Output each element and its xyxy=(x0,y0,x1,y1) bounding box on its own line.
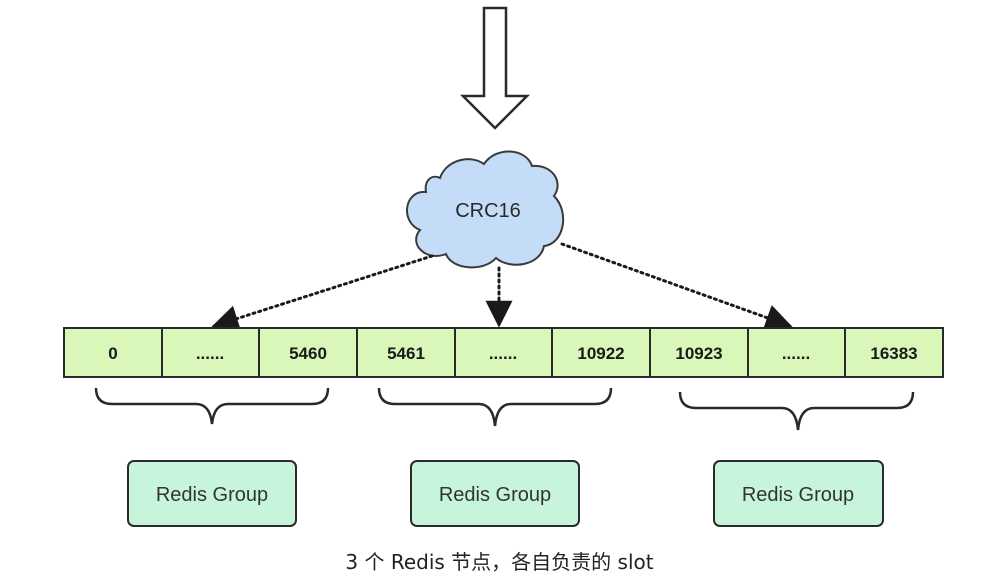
crc16-cloud: CRC16 xyxy=(406,150,564,269)
redis-group: Redis Group xyxy=(713,460,884,527)
redis-group-label: Redis Group xyxy=(439,484,551,506)
brace-icon xyxy=(94,387,330,425)
slot-cell xyxy=(63,327,163,378)
slot-label: 0 xyxy=(108,344,117,363)
slot-row: 0 ...... 5460 5461 ...... 10922 10923 ..… xyxy=(63,327,944,378)
slot-cell xyxy=(844,327,944,378)
redis-group-label: Redis Group xyxy=(156,484,268,506)
slot-label: ...... xyxy=(782,344,810,363)
connector-left xyxy=(211,254,434,332)
slot-cell xyxy=(161,327,260,378)
redis-group: Redis Group xyxy=(410,460,580,527)
brace-icon xyxy=(377,387,613,427)
slot-label: 10923 xyxy=(675,344,722,363)
slot-cell xyxy=(747,327,846,378)
connector-right xyxy=(560,242,793,331)
slot-label: 5460 xyxy=(289,344,327,363)
hash-label: CRC16 xyxy=(455,200,521,222)
diagram-caption: 3 个 Redis 节点，各自负责的 slot xyxy=(345,550,654,574)
slot-label: ...... xyxy=(196,344,224,363)
slot-label: 10922 xyxy=(577,344,624,363)
slot-label: 16383 xyxy=(870,344,917,363)
slot-label: ...... xyxy=(489,344,517,363)
brace-icon xyxy=(678,391,915,431)
slot-cell xyxy=(649,327,749,378)
slot-cell xyxy=(258,327,358,378)
input-arrow-icon xyxy=(459,6,531,130)
slot-label: 5461 xyxy=(387,344,425,363)
redis-group-label: Redis Group xyxy=(742,484,854,506)
redis-group: Redis Group xyxy=(127,460,297,527)
cloud-icon xyxy=(406,150,564,269)
